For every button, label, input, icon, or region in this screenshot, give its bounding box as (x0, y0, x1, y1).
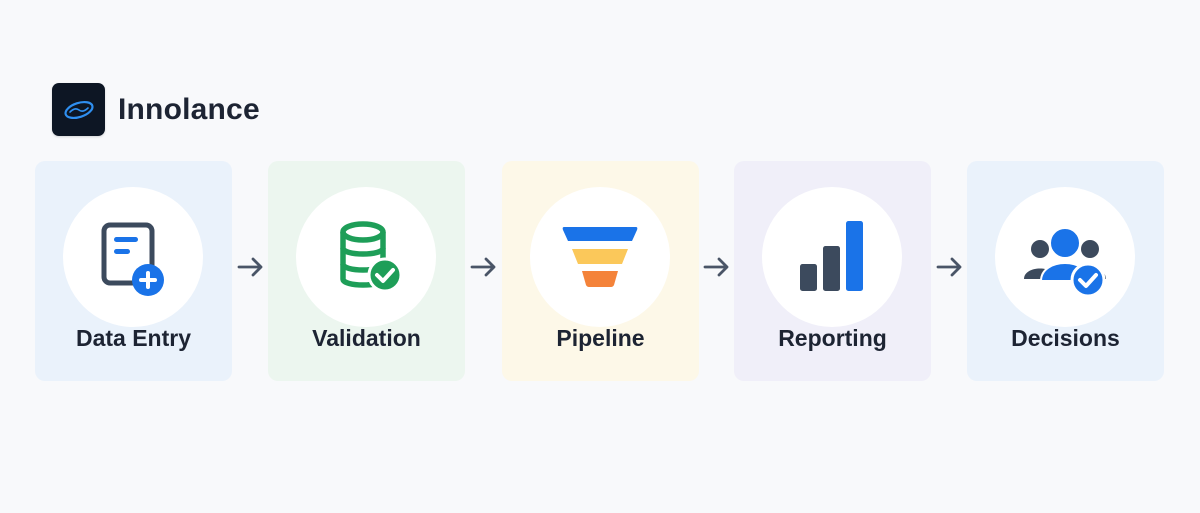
step-icon-circle (296, 187, 436, 327)
bar-chart-icon (800, 221, 863, 291)
step-data-entry: Data Entry (35, 161, 232, 381)
funnel-icon (562, 227, 638, 287)
team-check-icon (1024, 227, 1106, 298)
brand-name: Innolance (118, 92, 260, 126)
arrow-right-icon (703, 257, 729, 277)
arrow-right-icon (936, 257, 962, 277)
step-label: Decisions (1011, 325, 1120, 351)
brand-header: Innolance (52, 83, 260, 136)
step-validation: Validation (268, 161, 465, 381)
step-label: Validation (312, 325, 421, 351)
step-icon-circle (762, 187, 902, 327)
database-check-icon (340, 221, 403, 293)
form-add-icon (101, 222, 164, 296)
step-label: Pipeline (556, 325, 645, 351)
wave-logo-icon (52, 83, 105, 136)
step-reporting: Reporting (734, 161, 931, 381)
arrow-right-icon (237, 257, 263, 277)
step-icon-circle (530, 187, 670, 327)
step-icon-circle (995, 187, 1135, 327)
step-icon-circle (63, 187, 203, 327)
step-label: Reporting (778, 325, 887, 351)
arrow-right-icon (470, 257, 496, 277)
step-decisions: Decisions (967, 161, 1164, 381)
step-pipeline: Pipeline (502, 161, 699, 381)
step-label: Data Entry (75, 325, 192, 351)
